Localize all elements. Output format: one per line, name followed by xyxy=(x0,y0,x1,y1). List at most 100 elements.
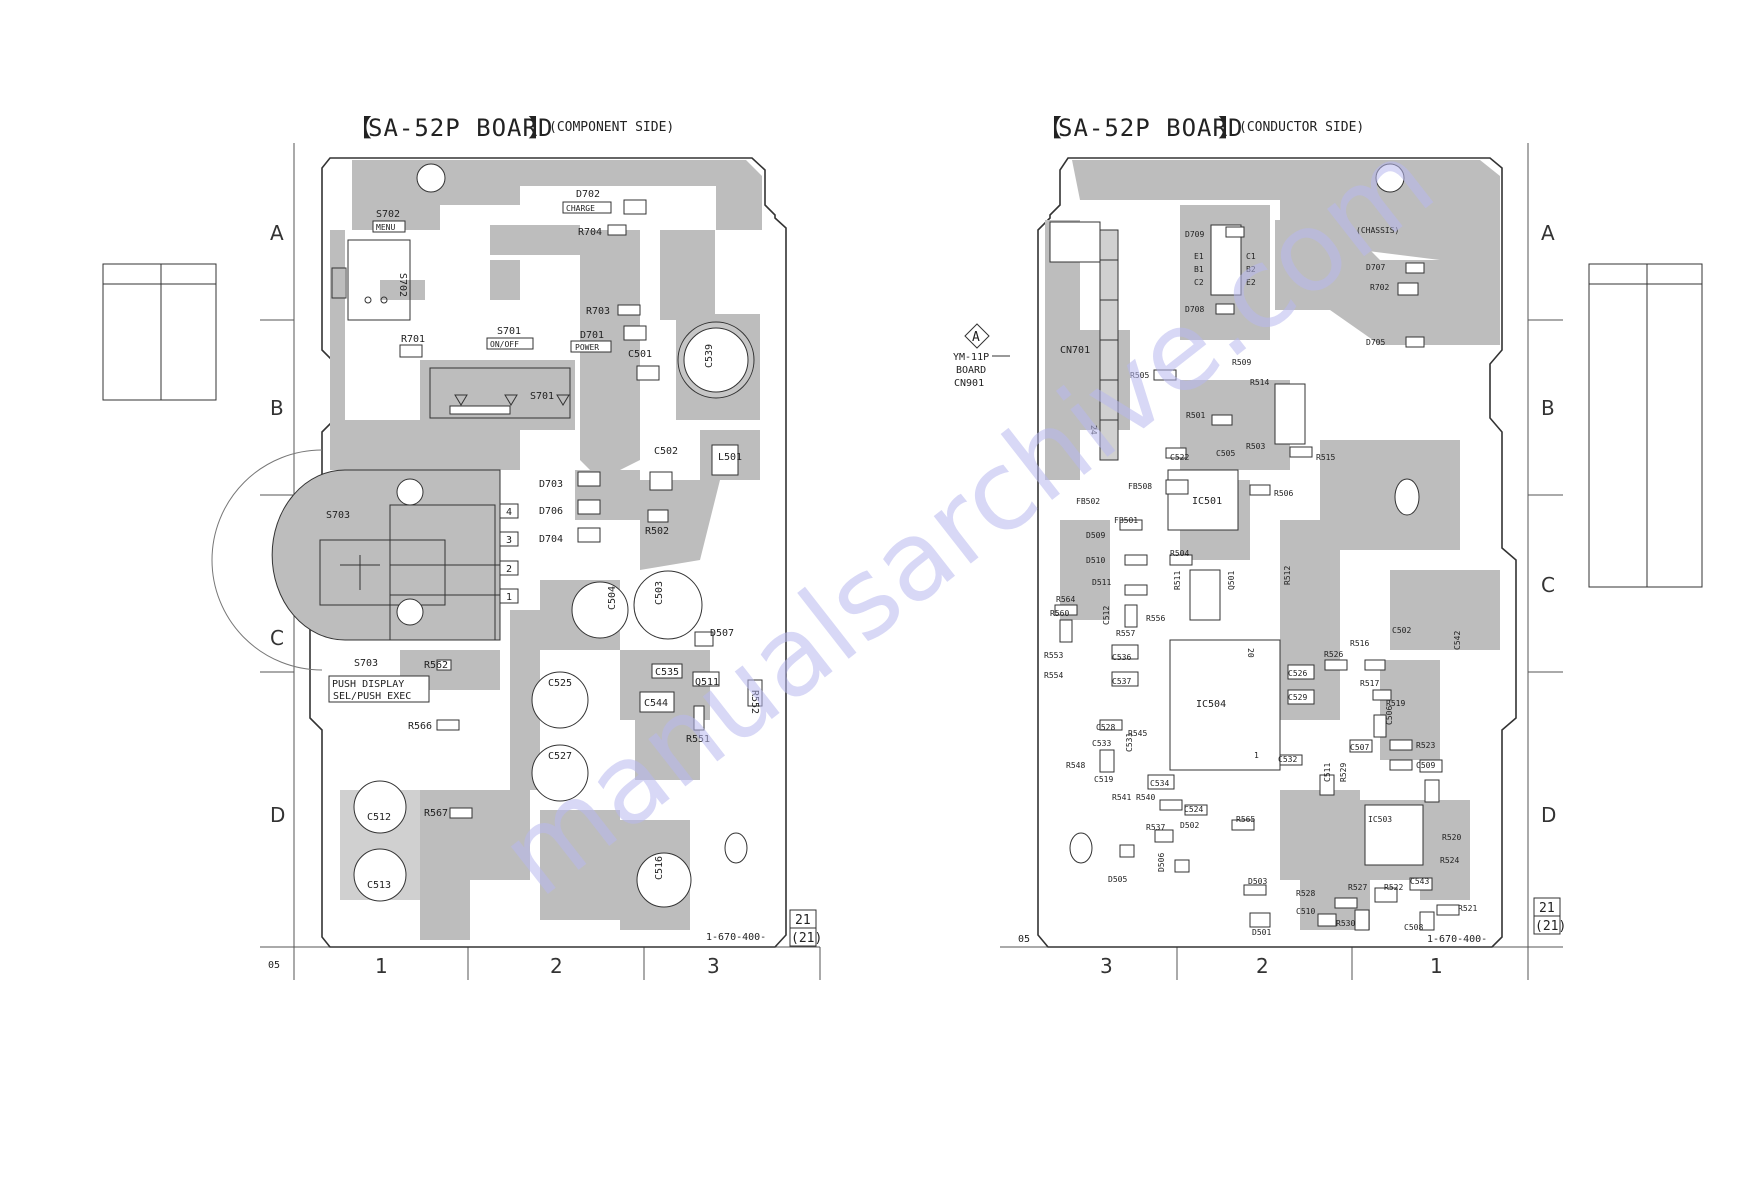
right-corner-code: 05 xyxy=(1018,934,1030,945)
label-r522: R522 xyxy=(1384,883,1403,892)
label-fb508: FB508 xyxy=(1128,482,1152,491)
label-c534: C534 xyxy=(1150,779,1169,788)
label-cn701: CN701 xyxy=(1060,345,1090,356)
label-r566: R566 xyxy=(408,721,432,732)
label-c527: C527 xyxy=(548,751,572,762)
label-s701: S701 xyxy=(497,326,521,337)
label-s703-b: S703 xyxy=(354,658,378,669)
label-c502: C502 xyxy=(654,446,678,457)
right-legend-table xyxy=(1588,263,1703,588)
label-r512: R512 xyxy=(1283,566,1292,585)
label-q501: Q501 xyxy=(1227,571,1236,590)
label-pin-b2: B2 xyxy=(1246,265,1256,274)
label-s703: S703 xyxy=(326,510,350,521)
label-c531: C531 xyxy=(1125,733,1134,752)
label-r565: R565 xyxy=(1236,815,1255,824)
label-l501: L501 xyxy=(718,452,742,463)
label-chassis: (CHASSIS) xyxy=(1356,226,1399,235)
left-copper-pours xyxy=(330,160,762,940)
label-r519: R519 xyxy=(1386,699,1405,708)
chassis-ground-hole xyxy=(1375,163,1405,193)
label-c503: C503 xyxy=(654,581,665,605)
label-d701: D701 xyxy=(580,330,604,341)
right-part-number: 1-670-400- xyxy=(1427,934,1487,945)
right-col-label-1: 1 xyxy=(1430,954,1443,978)
left-col-label-3: 3 xyxy=(707,954,720,978)
label-c526: C526 xyxy=(1288,669,1307,678)
label-r515: R515 xyxy=(1316,453,1335,462)
label-c512: C512 xyxy=(1102,606,1111,625)
label-r530: R530 xyxy=(1336,919,1355,928)
label-r548: R548 xyxy=(1066,761,1085,770)
left-row-label-c: C xyxy=(270,626,284,650)
label-r567: R567 xyxy=(424,808,448,819)
connector-line3: CN901 xyxy=(954,378,984,389)
label-s702-vertical: S702 xyxy=(397,273,408,297)
label-pin24: 24 xyxy=(1089,425,1098,435)
label-r502: R502 xyxy=(645,526,669,537)
label-r523: R523 xyxy=(1416,741,1435,750)
label-c536: C536 xyxy=(1112,653,1131,662)
label-r503: R503 xyxy=(1246,442,1265,451)
label-c513: C513 xyxy=(367,880,391,891)
label-c511: C511 xyxy=(1323,763,1332,782)
left-row-label-b: B xyxy=(270,396,284,420)
label-r552: R552 xyxy=(749,690,760,714)
right-col-label-2: 2 xyxy=(1256,954,1269,978)
label-r537: R537 xyxy=(1146,823,1165,832)
right-board-title-bracket-l: 【 xyxy=(1038,114,1063,142)
label-d510: D510 xyxy=(1086,556,1105,565)
label-r524: R524 xyxy=(1440,856,1459,865)
label-r517: R517 xyxy=(1360,679,1379,688)
right-page-ref-alt: (21) xyxy=(1535,919,1566,934)
left-board: A B C D 1 2 3 05 【 SA-52P BOARD 】 (COMPO… xyxy=(211,114,822,980)
label-r540: R540 xyxy=(1136,793,1155,802)
label-d505: D505 xyxy=(1108,875,1127,884)
label-menu: MENU xyxy=(376,223,395,232)
left-board-title-bracket-r: 】 xyxy=(528,114,553,142)
label-c539: C539 xyxy=(704,344,715,368)
label-ic504: IC504 xyxy=(1196,699,1226,710)
connector-line2: BOARD xyxy=(956,365,986,376)
label-fb501: FB501 xyxy=(1114,516,1138,525)
label-r560: R560 xyxy=(1050,609,1069,618)
label-ic501: IC501 xyxy=(1192,496,1222,507)
label-c528: C528 xyxy=(1096,723,1115,732)
right-row-label-b: B xyxy=(1541,396,1555,420)
label-q511: Q511 xyxy=(695,677,719,688)
right-board-title-bracket-r: 】 xyxy=(1218,114,1243,142)
s703-pin-1: 1 xyxy=(506,592,512,603)
label-r701: R701 xyxy=(401,334,425,345)
left-board-title-bracket-l: 【 xyxy=(348,114,373,142)
label-c535: C535 xyxy=(655,667,679,678)
left-page-ref: 21 xyxy=(795,913,811,928)
label-pin20: 20 xyxy=(1246,648,1255,658)
label-pin1: 1 xyxy=(1254,751,1259,760)
right-board: A B C D 3 2 1 05 【 SA-52P BOARD 】 (CONDU… xyxy=(953,114,1566,980)
left-corner-code: 05 xyxy=(268,960,280,971)
label-c529: C529 xyxy=(1288,693,1307,702)
label-c525: C525 xyxy=(548,678,572,689)
label-pin-c2: C2 xyxy=(1194,278,1204,287)
label-r545: R545 xyxy=(1128,729,1147,738)
right-mount-hole-bottom xyxy=(1069,832,1093,864)
label-charge: CHARGE xyxy=(566,204,595,213)
s703-switch: 4 3 2 1 xyxy=(211,449,519,671)
label-d509: D509 xyxy=(1086,531,1105,540)
label-r505: R505 xyxy=(1130,371,1149,380)
cn701-connector xyxy=(1049,221,1119,461)
label-c537: C537 xyxy=(1112,677,1131,686)
label-c543: C543 xyxy=(1410,877,1429,886)
right-small-parts xyxy=(1054,226,1460,931)
right-page-ref: 21 xyxy=(1539,901,1555,916)
label-d709: D709 xyxy=(1185,230,1204,239)
s703-pin-4: 4 xyxy=(506,507,512,518)
label-r521: R521 xyxy=(1458,904,1477,913)
left-mount-hole-top xyxy=(416,163,446,193)
left-small-parts xyxy=(399,199,763,819)
left-mount-hole-bottom xyxy=(724,832,748,864)
label-c510: C510 xyxy=(1296,907,1315,916)
label-s702: S702 xyxy=(376,209,400,220)
left-page-ref-alt: (21) xyxy=(791,931,822,946)
